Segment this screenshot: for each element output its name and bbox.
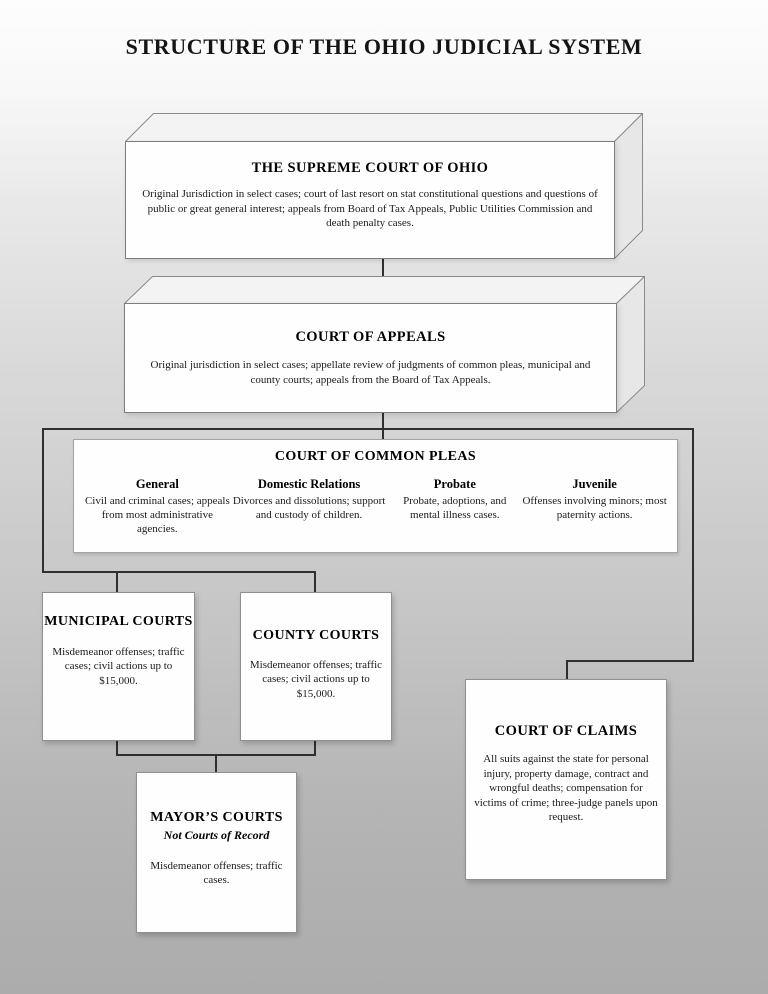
frame-left-line: [42, 428, 44, 573]
court-of-common-pleas-title: COURT OF COMMON PLEAS: [274, 449, 477, 464]
supreme-court-box: THE SUPREME COURT OF OHIO Original Juris…: [125, 113, 643, 259]
division-juvenile-name: Juvenile: [572, 476, 617, 491]
county-courts-description: Misdemeanor offenses; traffic cases; civ…: [249, 658, 383, 700]
division-juvenile: Juvenile Offenses involving minors; most…: [522, 477, 667, 537]
court-of-claims-title: COURT OF CLAIMS: [494, 723, 638, 739]
municipal-courts-title: MUNICIPAL COURTS: [44, 614, 193, 629]
branch-right-horizontal: [566, 660, 694, 662]
division-domestic-relations-description: Divorces and dissolutions; support and c…: [232, 494, 386, 521]
municipal-courts-box: MUNICIPAL COURTS Misdemeanor offenses; t…: [42, 592, 195, 741]
county-courts-box: COUNTY COURTS Misdemeanor offenses; traf…: [240, 592, 392, 741]
court-of-appeals-3d-faces: [124, 276, 645, 413]
drop-to-municipal: [116, 571, 118, 593]
court-of-appeals-description: Original jurisdiction in select cases; a…: [150, 359, 591, 386]
county-bottom-drop: [314, 740, 316, 756]
drop-to-claims: [566, 660, 568, 680]
county-courts-title: COUNTY COURTS: [252, 628, 380, 643]
connector-appeals-to-common-pleas: [382, 412, 384, 440]
branch-left-horizontal: [42, 571, 316, 573]
division-general-description: Civil and criminal cases; appeals from m…: [84, 494, 230, 536]
page-title: STRUCTURE OF THE OHIO JUDICIAL SYSTEM: [125, 34, 643, 59]
division-general-name: General: [135, 476, 179, 491]
court-of-appeals-title: COURT OF APPEALS: [295, 329, 446, 345]
court-of-claims-box: COURT OF CLAIMS All suits against the st…: [465, 679, 667, 880]
drop-to-mayors: [215, 754, 217, 773]
division-domestic-relations-name: Domestic Relations: [257, 476, 361, 491]
mayors-courts-subtitle: Not Courts of Record: [163, 827, 270, 842]
division-probate-name: Probate: [433, 476, 476, 491]
drop-to-county: [314, 571, 316, 593]
court-of-appeals-box: COURT OF APPEALS Original jurisdiction i…: [124, 276, 645, 413]
connector-supreme-to-appeals: [382, 258, 384, 286]
court-of-claims-description: All suits against the state for personal…: [474, 753, 658, 824]
municipal-courts-description: Misdemeanor offenses; traffic cases; civ…: [52, 645, 185, 687]
division-probate-description: Probate, adoptions, and mental illness c…: [403, 494, 507, 521]
division-domestic-relations: Domestic Relations Divorces and dissolut…: [231, 477, 388, 537]
supreme-court-description: Original Jurisdiction in select cases; c…: [142, 188, 598, 230]
division-juvenile-description: Offenses involving minors; most paternit…: [522, 494, 667, 521]
frame-top-line: [42, 428, 694, 430]
supreme-court-3d-faces: [125, 113, 643, 259]
mayors-courts-description: Misdemeanor offenses; traffic cases.: [150, 859, 283, 887]
division-probate: Probate Probate, adoptions, and mental i…: [387, 477, 522, 537]
municipal-bottom-drop: [116, 740, 118, 756]
common-pleas-divisions: General Civil and criminal cases; appeal…: [74, 477, 677, 537]
division-general: General Civil and criminal cases; appeal…: [84, 477, 231, 537]
mayors-courts-title: MAYOR’S COURTS: [150, 810, 283, 825]
frame-right-line: [692, 428, 694, 662]
mayors-courts-box: MAYOR’S COURTS Not Courts of Record Misd…: [136, 772, 297, 933]
supreme-court-title: THE SUPREME COURT OF OHIO: [251, 160, 489, 176]
court-of-common-pleas-box: COURT OF COMMON PLEAS General Civil and …: [73, 439, 678, 553]
